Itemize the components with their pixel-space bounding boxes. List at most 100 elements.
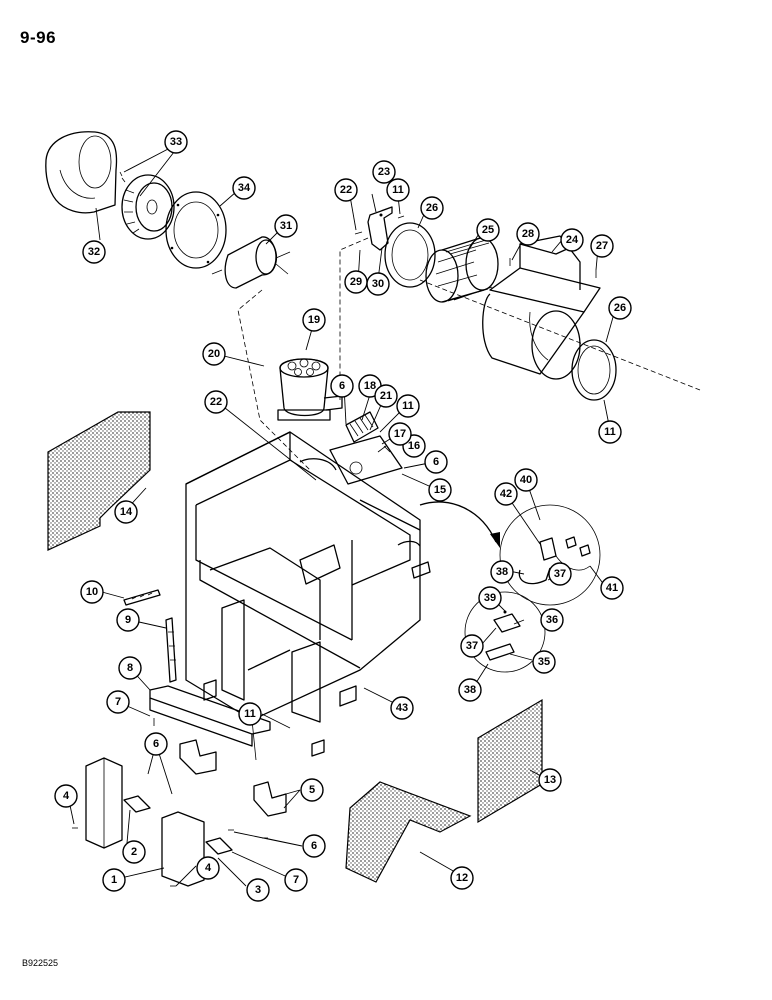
strip bbox=[123, 589, 161, 606]
svg-text:6: 6 bbox=[339, 380, 345, 392]
callout-37: 37 bbox=[548, 562, 572, 586]
svg-text:22: 22 bbox=[340, 184, 352, 196]
svg-text:17: 17 bbox=[394, 428, 406, 440]
callout-25: 25 bbox=[476, 218, 500, 242]
svg-text:11: 11 bbox=[392, 184, 404, 196]
alignment-line-right bbox=[419, 279, 701, 391]
figure-code: B922525 bbox=[22, 958, 59, 968]
svg-text:4: 4 bbox=[205, 862, 212, 874]
detail-view-lower bbox=[464, 591, 546, 673]
svg-text:5: 5 bbox=[309, 784, 315, 796]
callout-4: 4 bbox=[196, 856, 220, 880]
svg-text:11: 11 bbox=[244, 708, 256, 720]
svg-text:43: 43 bbox=[396, 702, 408, 714]
svg-text:26: 26 bbox=[426, 202, 438, 214]
svg-text:6: 6 bbox=[433, 456, 439, 468]
callout-22: 22 bbox=[204, 390, 228, 414]
callout-11: 11 bbox=[386, 178, 410, 202]
callout-30: 30 bbox=[366, 272, 390, 296]
filter-floor bbox=[345, 781, 472, 883]
callout-17: 17 bbox=[388, 422, 412, 446]
strip bbox=[165, 617, 177, 683]
side-panel bbox=[85, 757, 123, 849]
small-bracket bbox=[205, 837, 233, 855]
svg-text:34: 34 bbox=[238, 182, 251, 194]
svg-text:35: 35 bbox=[538, 656, 550, 668]
svg-text:25: 25 bbox=[482, 224, 494, 236]
callout-14: 14 bbox=[114, 500, 138, 524]
callout-28: 28 bbox=[516, 222, 540, 246]
heater-case bbox=[185, 431, 431, 761]
callout-8: 8 bbox=[118, 656, 142, 680]
svg-text:22: 22 bbox=[210, 396, 222, 408]
callout-23: 23 bbox=[372, 160, 396, 184]
svg-text:8: 8 bbox=[127, 662, 133, 674]
callout-7: 7 bbox=[106, 690, 130, 714]
callout-42: 42 bbox=[494, 482, 518, 506]
callout-22: 22 bbox=[334, 178, 358, 202]
callout-5: 5 bbox=[300, 778, 324, 802]
svg-text:33: 33 bbox=[170, 136, 182, 148]
callout-33: 33 bbox=[164, 130, 188, 154]
callout-3: 3 bbox=[246, 878, 270, 902]
side-panel bbox=[161, 811, 205, 887]
callout-6: 6 bbox=[302, 834, 326, 858]
svg-text:28: 28 bbox=[522, 228, 534, 240]
callout-12: 12 bbox=[450, 866, 474, 890]
callout-31: 31 bbox=[274, 214, 298, 238]
clip-bracket bbox=[253, 781, 287, 817]
callout-21: 21 bbox=[374, 384, 398, 408]
svg-text:40: 40 bbox=[520, 474, 532, 486]
detail-arrow bbox=[419, 501, 497, 543]
alignment-line-left bbox=[237, 289, 311, 471]
gasket-ring bbox=[571, 339, 617, 401]
svg-text:37: 37 bbox=[554, 568, 566, 580]
small-bracket bbox=[123, 795, 151, 813]
svg-text:12: 12 bbox=[456, 872, 468, 884]
callout-10: 10 bbox=[80, 580, 104, 604]
blower-housing bbox=[45, 131, 118, 214]
svg-text:14: 14 bbox=[120, 506, 133, 518]
svg-text:6: 6 bbox=[311, 840, 317, 852]
mounting-rail bbox=[149, 685, 271, 747]
callout-19: 19 bbox=[302, 308, 326, 332]
svg-text:20: 20 bbox=[208, 348, 220, 360]
svg-text:7: 7 bbox=[293, 874, 299, 886]
svg-text:9: 9 bbox=[125, 614, 131, 626]
screw-small bbox=[397, 215, 405, 219]
callout-41: 41 bbox=[600, 576, 624, 600]
callout-2: 2 bbox=[122, 840, 146, 864]
svg-text:2: 2 bbox=[131, 846, 137, 858]
svg-text:23: 23 bbox=[378, 166, 390, 178]
svg-text:10: 10 bbox=[86, 586, 98, 598]
blower-scroll-housing bbox=[482, 235, 601, 380]
svg-text:42: 42 bbox=[500, 488, 512, 500]
callout-32: 32 bbox=[82, 240, 106, 264]
svg-text:16: 16 bbox=[408, 440, 420, 452]
svg-text:13: 13 bbox=[544, 774, 556, 786]
svg-text:29: 29 bbox=[350, 276, 362, 288]
filter-right bbox=[477, 698, 543, 824]
callout-6: 6 bbox=[144, 732, 168, 756]
svg-text:37: 37 bbox=[466, 640, 478, 652]
gasket-ring bbox=[384, 222, 436, 288]
callout-37: 37 bbox=[460, 634, 484, 658]
svg-text:41: 41 bbox=[606, 582, 618, 594]
bracket bbox=[367, 206, 393, 251]
svg-text:18: 18 bbox=[364, 380, 376, 392]
svg-text:19: 19 bbox=[308, 314, 320, 326]
callout-13: 13 bbox=[538, 768, 562, 792]
squirrel-cage-wheel bbox=[425, 237, 499, 303]
svg-text:6: 6 bbox=[153, 738, 159, 750]
callout-11: 11 bbox=[238, 702, 262, 726]
callout-1: 1 bbox=[102, 868, 126, 892]
screw-small bbox=[354, 231, 363, 235]
svg-text:27: 27 bbox=[596, 240, 608, 252]
svg-text:38: 38 bbox=[464, 684, 476, 696]
detail-view-upper bbox=[499, 504, 601, 606]
cover-plate bbox=[329, 435, 403, 485]
callout-15: 15 bbox=[428, 478, 452, 502]
mounting-plate bbox=[165, 191, 227, 269]
